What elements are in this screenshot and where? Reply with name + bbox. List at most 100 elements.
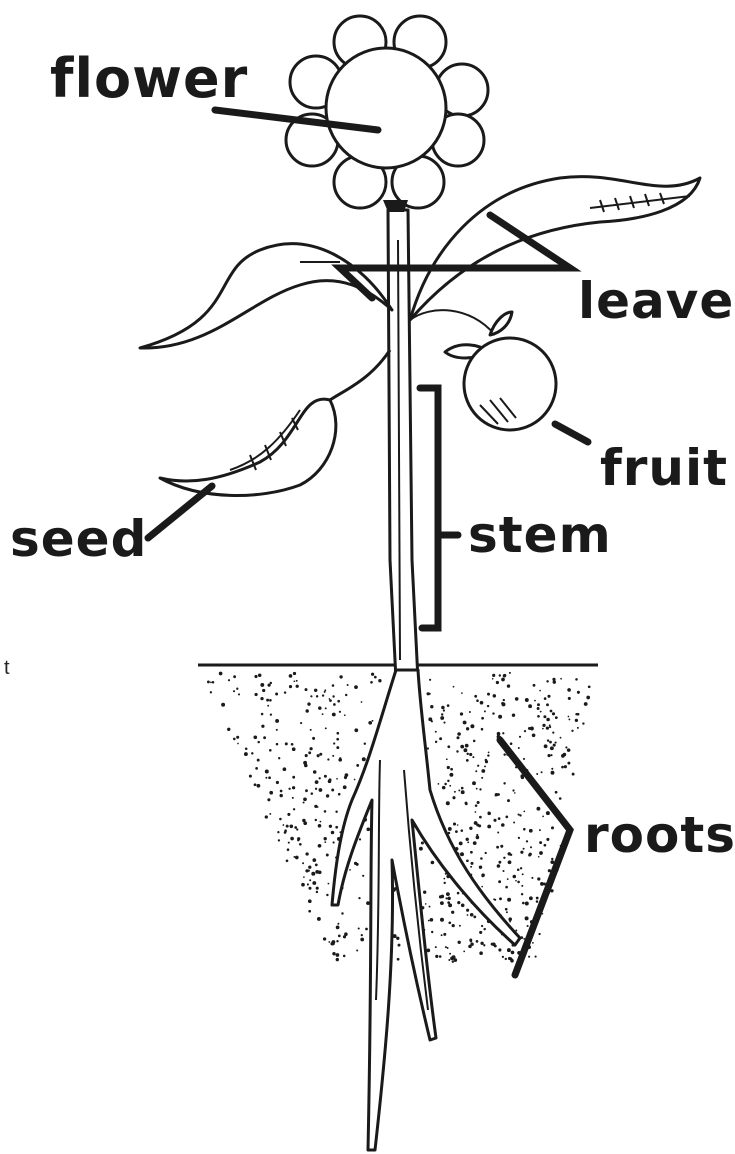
soil-dot <box>278 839 280 841</box>
soil-dot <box>586 696 590 700</box>
seed-leader-line <box>148 486 212 538</box>
soil-dot <box>522 902 525 905</box>
soil-dot <box>512 789 514 791</box>
soil-dot <box>453 686 455 688</box>
soil-dot <box>212 681 215 684</box>
soil-dot <box>294 826 297 829</box>
soil-dot <box>498 817 501 820</box>
soil-dot <box>525 698 529 702</box>
soil-dot <box>505 886 508 889</box>
soil-dot <box>572 773 575 776</box>
soil-dot <box>372 720 374 722</box>
soil-dot <box>288 788 290 790</box>
soil-dot <box>503 857 505 859</box>
soil-dot <box>458 789 460 791</box>
soil-dot <box>487 754 489 756</box>
soil-dot <box>428 920 430 922</box>
soil-dot <box>510 742 513 745</box>
soil-dot <box>550 754 552 756</box>
soil-dot <box>481 777 483 779</box>
soil-dot <box>293 672 296 675</box>
soil-dot <box>332 952 335 955</box>
soil-dot <box>245 748 248 751</box>
soil-dot <box>356 764 359 767</box>
soil-dot <box>435 731 437 733</box>
soil-dot <box>498 880 501 883</box>
soil-dot <box>354 779 356 781</box>
soil-dot <box>465 803 468 806</box>
soil-dot <box>233 690 235 692</box>
soil-dot <box>354 685 358 689</box>
soil-dot <box>519 736 521 738</box>
soil-dot <box>460 852 464 856</box>
soil-dot <box>366 827 370 831</box>
soil-dot <box>319 753 322 756</box>
soil-dot <box>463 951 465 953</box>
soil-dot <box>460 745 464 749</box>
soil-dot <box>460 712 463 715</box>
soil-dot <box>498 861 501 864</box>
soil-dot <box>254 675 257 678</box>
soil-dot <box>448 903 452 907</box>
soil-dot <box>544 744 548 748</box>
soil-dot <box>275 719 279 723</box>
soil-dot <box>568 716 570 718</box>
soil-dot <box>266 699 269 702</box>
soil-dot <box>270 682 272 684</box>
soil-dot <box>547 739 549 741</box>
soil-dot <box>310 747 313 750</box>
soil-dot <box>485 852 487 854</box>
soil-dot <box>465 744 469 748</box>
soil-dot <box>474 695 477 698</box>
soil-dot <box>461 904 465 908</box>
soil-dot <box>513 875 517 879</box>
soil-dot <box>308 910 311 913</box>
soil-dot <box>324 810 327 813</box>
soil-dot <box>525 902 529 906</box>
soil-dot <box>476 836 480 840</box>
soil-dot <box>336 958 339 961</box>
soil-dot <box>569 750 571 752</box>
label-flower: flower <box>50 47 248 110</box>
soil-dot <box>459 925 461 927</box>
soil-dot <box>538 856 540 858</box>
soil-dot <box>503 782 505 784</box>
soil-dot <box>292 786 295 789</box>
soil-dot <box>457 732 461 736</box>
soil-dot <box>517 881 520 884</box>
soil-dot <box>469 753 472 756</box>
soil-dot <box>564 766 566 768</box>
soil-dot <box>477 765 479 767</box>
soil-dot <box>470 724 474 728</box>
soil-dot <box>446 892 450 896</box>
soil-dot <box>552 712 555 715</box>
soil-dot <box>328 778 331 781</box>
fruit <box>410 310 556 430</box>
soil-dot <box>499 897 502 900</box>
soil-dot <box>454 791 456 793</box>
soil-dot <box>536 897 539 900</box>
soil-dot <box>443 933 446 936</box>
soil-dot <box>438 783 440 785</box>
soil-dot <box>483 944 485 946</box>
soil-dot <box>501 678 505 682</box>
soil-dot <box>459 841 463 845</box>
soil-dot <box>343 785 347 789</box>
soil-dot <box>507 684 510 687</box>
soil-dot <box>312 858 316 862</box>
soil-dot <box>398 944 401 947</box>
soil-dot <box>318 844 322 848</box>
soil-dot <box>236 688 238 690</box>
soil-dot <box>441 934 443 936</box>
soil-dot <box>443 878 445 880</box>
soil-dot <box>341 912 343 914</box>
soil-dot <box>440 918 444 922</box>
soil-dot <box>551 858 553 860</box>
soil-dot <box>544 697 547 700</box>
soil-dot <box>526 840 528 842</box>
soil-dot <box>323 937 326 940</box>
soil-dot <box>315 864 318 867</box>
soil-dot <box>539 690 541 692</box>
soil-dot <box>443 709 445 711</box>
soil-dot <box>260 683 264 687</box>
